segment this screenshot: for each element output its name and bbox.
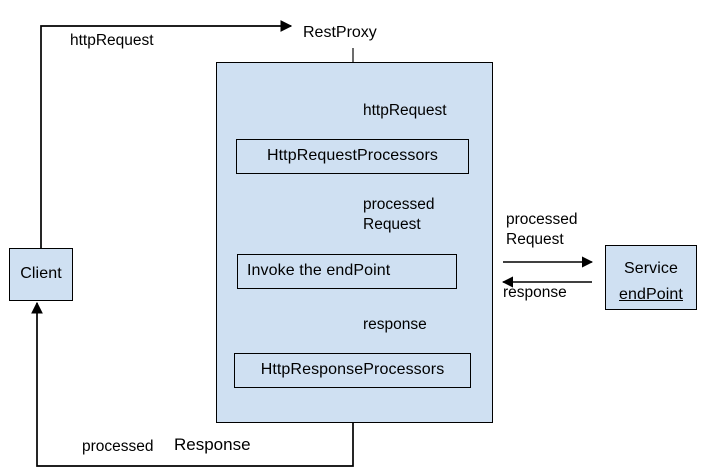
node-service-endpoint[interactable]: Service endPoint: [605, 245, 697, 310]
edge-label-client-to-proxy: httpRequest: [70, 32, 154, 49]
edge-label-invoke-to-response-processors: response: [363, 316, 427, 333]
node-invoke-endpoint[interactable]: Invoke the endPoint: [237, 254, 457, 289]
edge-client-to-restproxy: [40, 20, 293, 248]
edge-label-processed-response-part1: processed: [82, 438, 154, 455]
edge-response-processors-to-client: [31, 301, 354, 467]
edge-label-invoke-to-service-line2: Request: [506, 231, 564, 248]
edge-label-processed-request-line2: Request: [363, 216, 421, 233]
node-service-endpoint-label-line2: endPoint: [619, 286, 683, 303]
node-client[interactable]: Client: [9, 248, 73, 301]
node-service-endpoint-label-line1: Service: [623, 260, 679, 277]
node-http-request-processors-label: HttpRequestProcessors: [266, 147, 439, 165]
node-http-request-processors[interactable]: HttpRequestProcessors: [236, 139, 469, 174]
edge-label-service-to-invoke: response: [503, 284, 567, 301]
node-client-label: Client: [20, 265, 62, 283]
edge-label-processed-request-line1: processed: [363, 196, 435, 213]
node-http-response-processors[interactable]: HttpResponseProcessors: [234, 353, 471, 388]
restproxy-label: RestProxy: [303, 24, 377, 41]
edge-label-proxy-to-request-processors: httpRequest: [363, 102, 447, 119]
edge-label-processed-response-part2: Response: [174, 435, 251, 454]
node-invoke-endpoint-label: Invoke the endPoint: [247, 262, 391, 280]
edge-label-invoke-to-service-line1: processed: [506, 211, 578, 228]
node-http-response-processors-label: HttpResponseProcessors: [260, 361, 445, 379]
